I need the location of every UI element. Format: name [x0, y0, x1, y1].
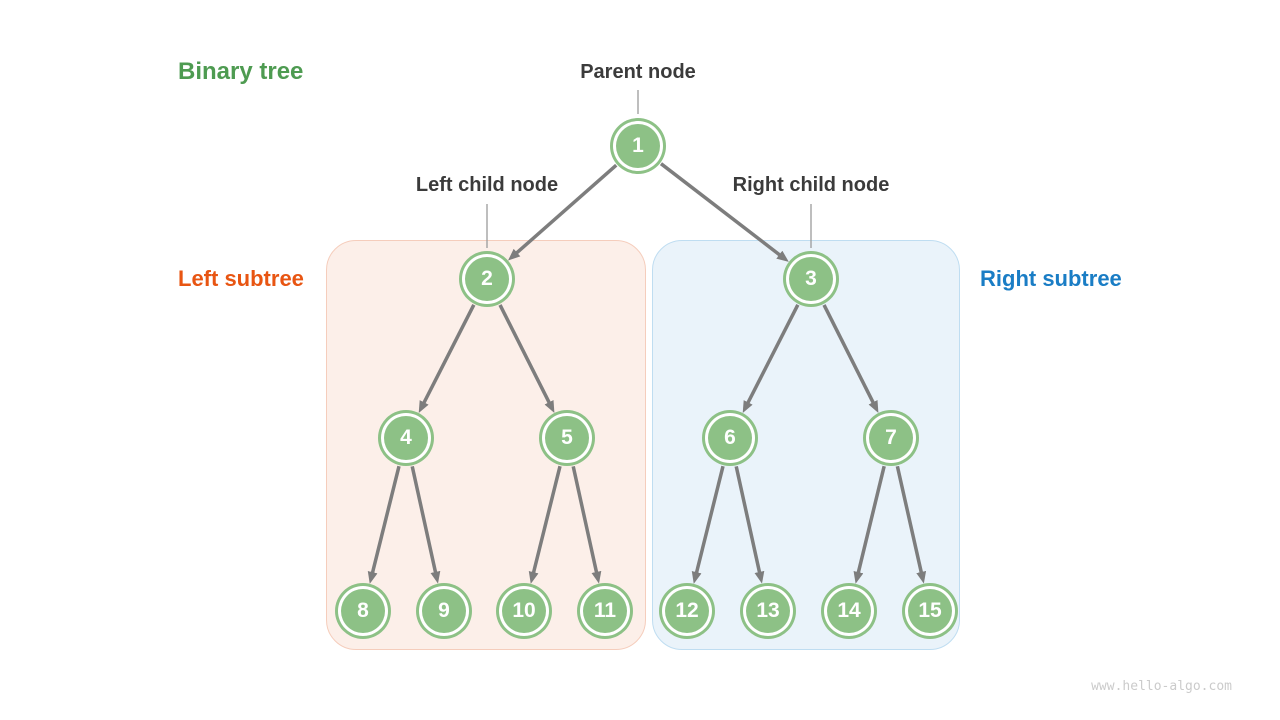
right-child-node-label: Right child node [732, 174, 890, 196]
tree-node-7: 7 [869, 416, 913, 460]
tree-node-11: 11 [583, 589, 627, 633]
right-subtree-box [652, 240, 960, 650]
diagram-title: Binary tree [178, 58, 304, 85]
tree-node-5: 5 [545, 416, 589, 460]
tree-node-12: 12 [665, 589, 709, 633]
left-subtree-box [326, 240, 646, 650]
tree-node-6: 6 [708, 416, 752, 460]
right-subtree-label: Right subtree [980, 266, 1122, 291]
tree-node-9: 9 [422, 589, 466, 633]
tree-node-14: 14 [827, 589, 871, 633]
tree-node-1: 1 [616, 124, 660, 168]
parent-node-label: Parent node [580, 61, 696, 83]
watermark: www.hello-algo.com [1091, 679, 1232, 694]
left-subtree-label: Left subtree [178, 266, 304, 291]
tree-node-13: 13 [746, 589, 790, 633]
tree-node-2: 2 [465, 257, 509, 301]
tree-node-15: 15 [908, 589, 952, 633]
left-child-node-label: Left child node [415, 174, 559, 196]
tree-node-10: 10 [502, 589, 546, 633]
tree-node-3: 3 [789, 257, 833, 301]
tree-node-4: 4 [384, 416, 428, 460]
tree-node-8: 8 [341, 589, 385, 633]
